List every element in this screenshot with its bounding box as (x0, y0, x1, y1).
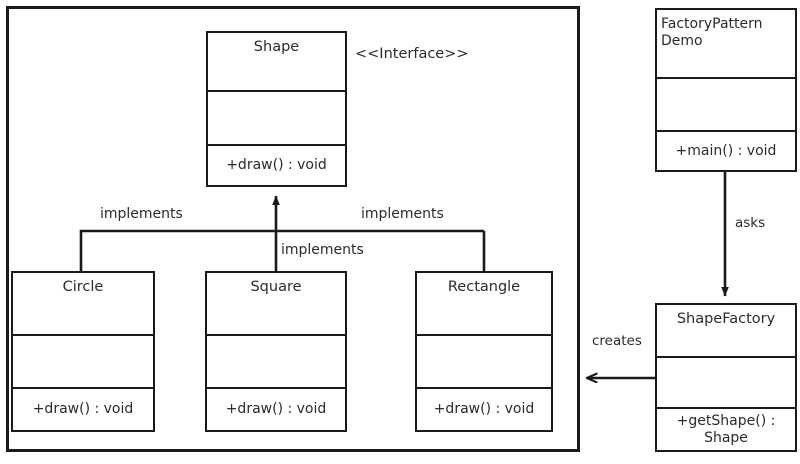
class-box-shape[interactable]: Shape +draw() : void (206, 31, 347, 187)
class-name-square: Square (250, 279, 302, 295)
package-frame (6, 6, 580, 452)
class-attributes-shapefactory (657, 356, 795, 407)
class-box-circle[interactable]: Circle +draw() : void (11, 271, 155, 432)
class-attributes-shape (208, 90, 345, 144)
class-attributes-factorypatterndemo (657, 77, 795, 130)
class-box-factorypatterndemo[interactable]: FactoryPattern Demo +main() : void (655, 8, 797, 172)
class-attributes-circle (13, 334, 153, 387)
class-name-line-1: FactoryPattern (661, 16, 763, 32)
class-attributes-rectangle (417, 334, 551, 387)
class-operations-square: +draw() : void (207, 387, 345, 430)
class-operations-shapefactory: +getShape() : Shape (657, 407, 795, 450)
class-name-shape: Shape (253, 39, 300, 55)
edge-label-creates: creates (592, 333, 642, 349)
edge-label-implements-right: implements (361, 206, 444, 222)
class-name-factorypatterndemo: FactoryPattern Demo (657, 10, 795, 77)
class-name-shapefactory: ShapeFactory (676, 311, 776, 327)
class-operation-line-2: Shape (704, 429, 748, 446)
class-name-circle: Circle (62, 279, 104, 295)
class-attributes-square (207, 334, 345, 387)
class-operation-line-1: +getShape() : (676, 412, 776, 429)
class-operations-shape: +draw() : void (208, 144, 345, 185)
class-box-rectangle[interactable]: Rectangle +draw() : void (415, 271, 553, 432)
class-operations-factorypatterndemo: +main() : void (657, 130, 795, 170)
class-operations-circle: +draw() : void (13, 387, 153, 430)
class-box-square[interactable]: Square +draw() : void (205, 271, 347, 432)
class-operations-rectangle: +draw() : void (417, 387, 551, 430)
class-name-rectangle: Rectangle (447, 279, 521, 295)
class-box-shapefactory[interactable]: ShapeFactory +getShape() : Shape (655, 303, 797, 452)
class-name-line-2: Demo (661, 32, 703, 49)
stereotype-label-interface: <<Interface>> (355, 46, 469, 62)
edge-label-asks: asks (735, 215, 766, 231)
edge-label-implements-left: implements (100, 206, 183, 222)
edge-label-implements-center: implements (281, 242, 364, 258)
